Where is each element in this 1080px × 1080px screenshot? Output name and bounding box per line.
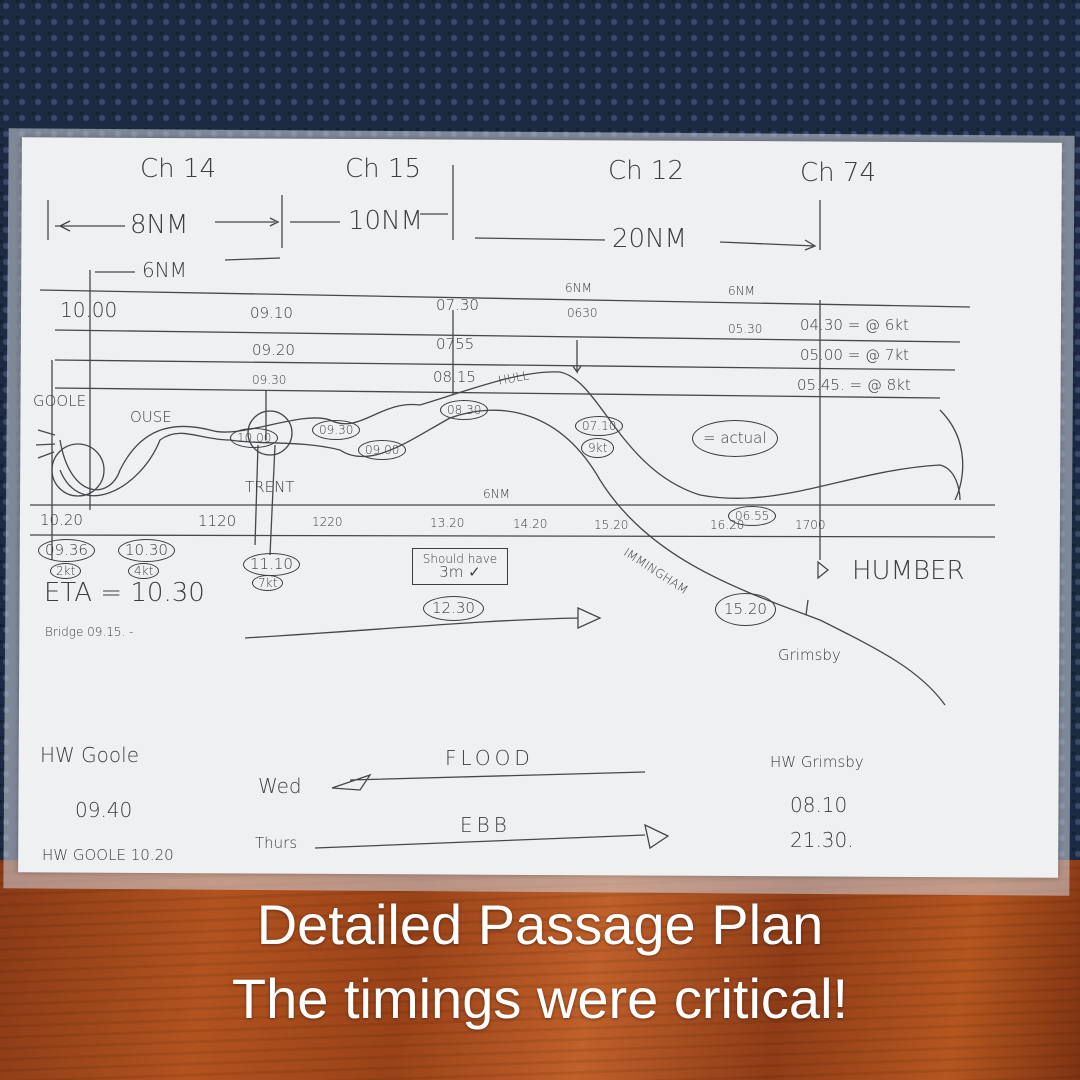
arrival-speed: 2kt (50, 563, 82, 579)
bottom-time: 1700 (795, 518, 826, 532)
arrow-6nm (95, 257, 281, 273)
tide-ebb: EBB (460, 813, 511, 837)
place-humber: HUMBER (852, 556, 965, 586)
circled-time: 07.10 (575, 416, 624, 436)
tide-flood: FLOOD (445, 746, 534, 770)
circled-time: 08.30 (440, 400, 489, 420)
arrival-speed: 4kt (128, 563, 160, 579)
grimsby-tick (805, 599, 809, 616)
goole-marks (35, 429, 56, 459)
circled-actual: = actual (692, 420, 778, 457)
bottom-time: 16.20 (710, 518, 745, 532)
distance-leg3: 20NM (612, 224, 687, 254)
bottom-time: 1120 (198, 512, 237, 530)
arrow-20nm (474, 237, 817, 251)
distance-mark1: 6NM (565, 281, 592, 295)
humber-mouth (939, 409, 964, 501)
circled-time: 09.00 (358, 440, 407, 460)
place-trent: TRENT (245, 478, 295, 496)
tide-thurs: Thurs (255, 834, 298, 852)
hw-grimsby-title: HW Grimsby (770, 753, 864, 771)
bottom-time: 1220 (312, 515, 343, 529)
note-line1: Should have (422, 552, 498, 566)
grid-line (29, 534, 996, 538)
hw-goole-title: HW Goole (40, 743, 140, 767)
note-arrow (244, 606, 602, 639)
grid-line (54, 387, 941, 399)
note-time: 12.30 (423, 596, 484, 621)
caption-line2: The timings were critical! (231, 967, 849, 1030)
humber-arrow (817, 560, 830, 580)
hw-grimsby-time1: 08.10 (790, 793, 848, 817)
grid-line (54, 329, 961, 343)
bridge-time: Bridge 09.15. - (45, 625, 134, 639)
place-goole: GOOLE (33, 392, 87, 410)
row1-time: 10.00 (60, 298, 118, 322)
channel-74: Ch 74 (800, 158, 876, 188)
bottom-time: 15.20 (594, 518, 629, 532)
hw-grimsby-time2: 21.30. (790, 828, 854, 852)
distance-leg2: 10NM (348, 206, 423, 236)
row1-time: 05.30 (728, 322, 763, 336)
speed-7kt: 05.00 = @ 7kt (800, 346, 909, 364)
arrow-10nm (290, 213, 448, 223)
speed-6kt: 04.30 = @ 6kt (800, 316, 909, 334)
arrival-speed: 7kt (252, 575, 284, 591)
arrival-time: 09.36 (38, 539, 95, 562)
arrival-time: 10.30 (118, 539, 175, 562)
bottom-time: 14.20 (513, 517, 548, 531)
row2-time: 0755 (436, 335, 475, 353)
river-south-bank (59, 409, 946, 706)
wooden-table (0, 860, 1080, 1080)
circled-time: 06.55 (728, 506, 777, 526)
arrow-0630 (572, 340, 582, 375)
channel-15: Ch 15 (345, 154, 421, 184)
hw-goole-time: 09.40 (75, 798, 133, 822)
goole-circle (51, 443, 105, 497)
arrival-time: 11.10 (243, 553, 300, 576)
circled-time: 15.20 (715, 593, 776, 626)
note-box: Should have 3m ✓ (412, 548, 508, 585)
ebb-arrow (314, 823, 670, 850)
river-ouse-trent (59, 371, 961, 501)
note-line2: 3m ✓ (439, 563, 481, 581)
bottom-time: 10.20 (40, 511, 83, 529)
speed-8kt: 05.45. = @ 8kt (797, 376, 911, 394)
place-ouse: OUSE (130, 408, 172, 426)
row1-time: 09.10 (250, 304, 293, 322)
tide-wed: Wed (258, 774, 302, 798)
channel-14: Ch 14 (140, 154, 216, 184)
arrow-8nm (55, 217, 280, 232)
bottom-time: 13.20 (430, 516, 465, 530)
channel-12: Ch 12 (608, 156, 684, 186)
place-grimsby: Grimsby (778, 646, 841, 664)
distance-sub1: 6NM (142, 258, 187, 282)
distance-leg1: 8NM (130, 210, 189, 240)
flood-arrow (331, 771, 646, 791)
grid-line (39, 289, 971, 308)
grid-line (54, 359, 956, 371)
eta: ETA = 10.30 (44, 578, 205, 608)
caption-line1: Detailed Passage Plan (256, 893, 824, 956)
row1-time: 07.30 (436, 296, 479, 314)
row3-time: 09.30 (252, 373, 287, 387)
hw-goole-second: HW GOOLE 10.20 (42, 846, 174, 864)
circled-time: 09.30 (312, 420, 361, 440)
trent-river (254, 444, 276, 556)
row1-time: 0630 (567, 306, 598, 320)
distance-bottom: 6NM (483, 487, 510, 501)
row3-time: 08.15 (433, 368, 476, 386)
row2-time: 09.20 (252, 341, 295, 359)
circled-speed: 9kt (581, 438, 615, 458)
distance-mark2: 6NM (728, 284, 755, 298)
goole-line (51, 270, 91, 560)
circled-time: 10.00 (230, 428, 279, 448)
